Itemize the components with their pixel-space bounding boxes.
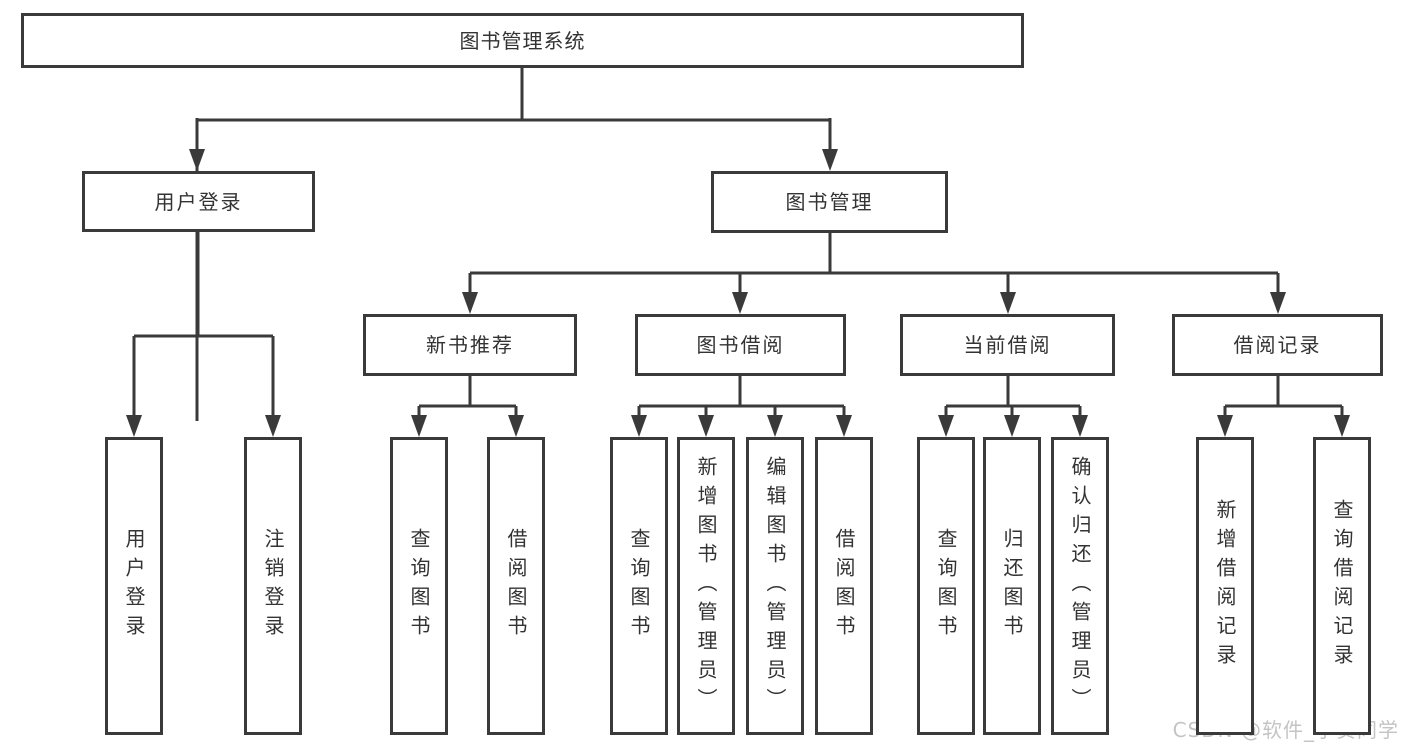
node-user-login: 用户登录: [82, 171, 315, 232]
leaf-return-books: 归还图书: [983, 437, 1041, 735]
node-borrowing-records: 借阅记录: [1172, 314, 1383, 376]
node-library-management-system: 图书管理系统: [21, 13, 1024, 68]
node-current-borrowing: 当前借阅: [900, 314, 1115, 376]
leaf-borrow-books: 借阅图书: [815, 437, 873, 735]
leaf-query-books-current: 查询图书: [917, 437, 975, 735]
node-book-borrowing: 图书借阅: [635, 314, 846, 376]
node-new-book-recommendation: 新书推荐: [363, 314, 577, 376]
leaf-add-borrow-record: 新增借阅记录: [1196, 437, 1254, 735]
leaf-query-borrow-record: 查询借阅记录: [1313, 437, 1371, 735]
leaf-edit-book-admin: 编辑图书（管理员）: [746, 437, 804, 735]
leaf-logout: 注销登录: [244, 437, 302, 735]
leaf-borrow-books-recommend: 借阅图书: [487, 437, 545, 735]
leaf-query-books-recommend: 查询图书: [390, 437, 448, 735]
leaf-user-login: 用户登录: [105, 437, 163, 735]
leaf-confirm-return-admin: 确认归还（管理员）: [1051, 437, 1109, 735]
node-book-management: 图书管理: [711, 171, 948, 233]
leaf-add-book-admin: 新增图书（管理员）: [677, 437, 735, 735]
leaf-query-books-borrow: 查询图书: [610, 437, 668, 735]
